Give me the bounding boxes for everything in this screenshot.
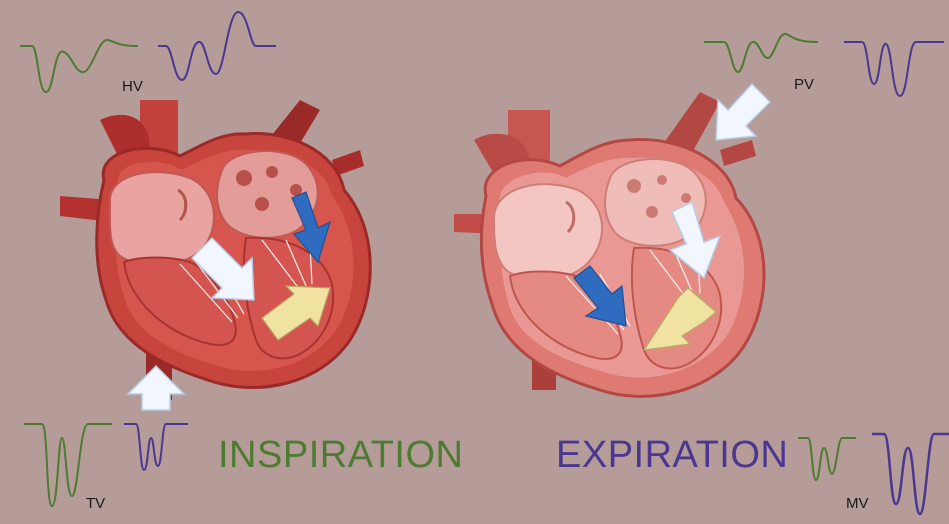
expiration-pulmonary-vein-flow-arrow-icon xyxy=(716,84,770,140)
pv-inspiration-waveform-icon xyxy=(704,34,818,72)
inspiration-heart-icon xyxy=(60,100,370,410)
hv-inspiration-waveform-icon xyxy=(20,40,138,92)
mv-expiration-waveform-icon xyxy=(872,434,949,514)
hv-label: HV xyxy=(122,79,143,94)
tv-expiration-waveform-icon xyxy=(124,424,188,470)
tv-label: TV xyxy=(86,496,105,511)
expiration-title: EXPIRATION xyxy=(556,436,788,474)
pv-expiration-waveform-icon xyxy=(844,42,944,96)
inspiration-title: INSPIRATION xyxy=(218,436,464,474)
pv-label: PV xyxy=(794,77,814,92)
inspiration-ivc-flow-arrow-icon xyxy=(128,366,184,410)
hv-expiration-waveform-icon xyxy=(158,12,276,80)
expiration-heart-icon xyxy=(454,84,770,396)
tv-inspiration-waveform-icon xyxy=(24,424,112,506)
mv-label: MV xyxy=(846,496,869,511)
mv-inspiration-waveform-icon xyxy=(798,438,856,480)
